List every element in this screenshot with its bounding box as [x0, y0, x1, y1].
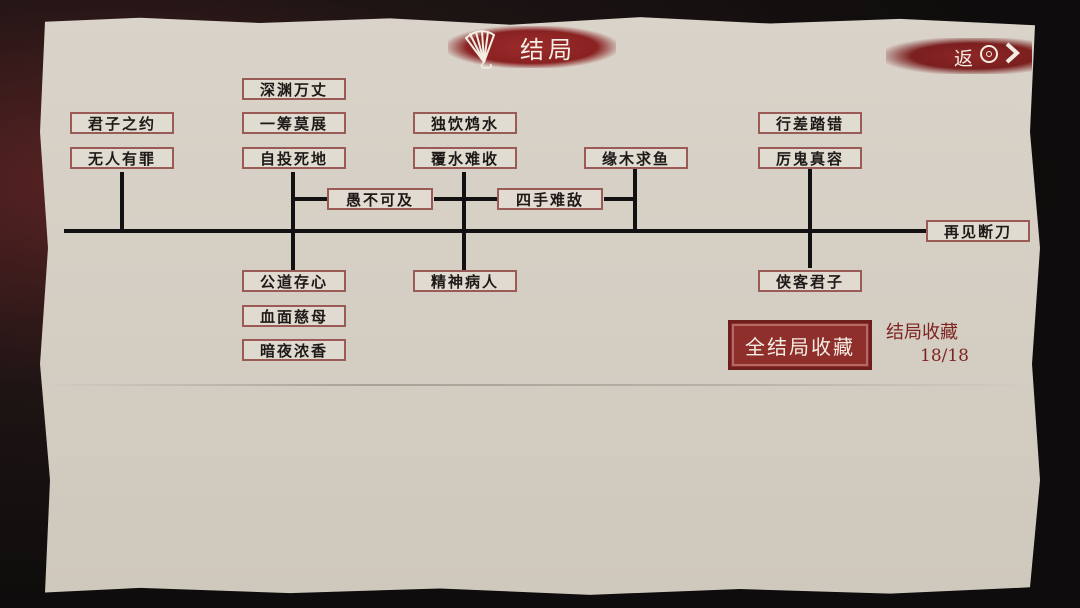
branch-line-1: [120, 172, 124, 230]
page-title: 结局: [520, 36, 576, 64]
collection-label: 结局收藏: [886, 322, 958, 343]
branch-stub-2a: [291, 197, 328, 201]
ending-box[interactable]: 独饮鸩水: [413, 112, 517, 134]
ending-box[interactable]: 自投死地: [242, 147, 346, 169]
paper-background: [40, 17, 1040, 595]
fan-icon: [465, 30, 495, 69]
chevron-right-icon[interactable]: [1002, 42, 1022, 64]
ending-box[interactable]: 侠客君子: [758, 270, 862, 292]
paper-fold: [40, 384, 1040, 386]
back-label[interactable]: 返: [954, 48, 974, 70]
ending-box[interactable]: 一筹莫展: [242, 112, 346, 134]
all-endings-collection-button[interactable]: 全结局收藏: [728, 320, 872, 370]
branch-stub-3a: [434, 197, 498, 201]
ending-box[interactable]: 深渊万丈: [242, 78, 346, 100]
ending-box[interactable]: 厉鬼真容: [758, 147, 862, 169]
branch-line-3: [462, 172, 466, 270]
collection-count: 18/18: [920, 346, 969, 366]
ending-box[interactable]: 缘木求鱼: [584, 147, 688, 169]
ending-box[interactable]: 再见断刀: [926, 220, 1030, 242]
ending-box[interactable]: 覆水难收: [413, 147, 517, 169]
ending-box[interactable]: 君子之约: [70, 112, 174, 134]
ending-box[interactable]: 公道存心: [242, 270, 346, 292]
circle-icon[interactable]: [980, 45, 998, 63]
ending-box[interactable]: 血面慈母: [242, 305, 346, 327]
branch-line-5: [808, 168, 812, 268]
ending-box[interactable]: 行差踏错: [758, 112, 862, 134]
ending-box[interactable]: 愚不可及: [327, 188, 433, 210]
branch-stub-4a: [604, 197, 636, 201]
ending-box[interactable]: 精神病人: [413, 270, 517, 292]
ending-box[interactable]: 无人有罪: [70, 147, 174, 169]
branch-line-2: [291, 172, 295, 270]
ending-box[interactable]: 暗夜浓香: [242, 339, 346, 361]
ending-box[interactable]: 四手难敌: [497, 188, 603, 210]
timeline-main-line: [64, 229, 926, 233]
